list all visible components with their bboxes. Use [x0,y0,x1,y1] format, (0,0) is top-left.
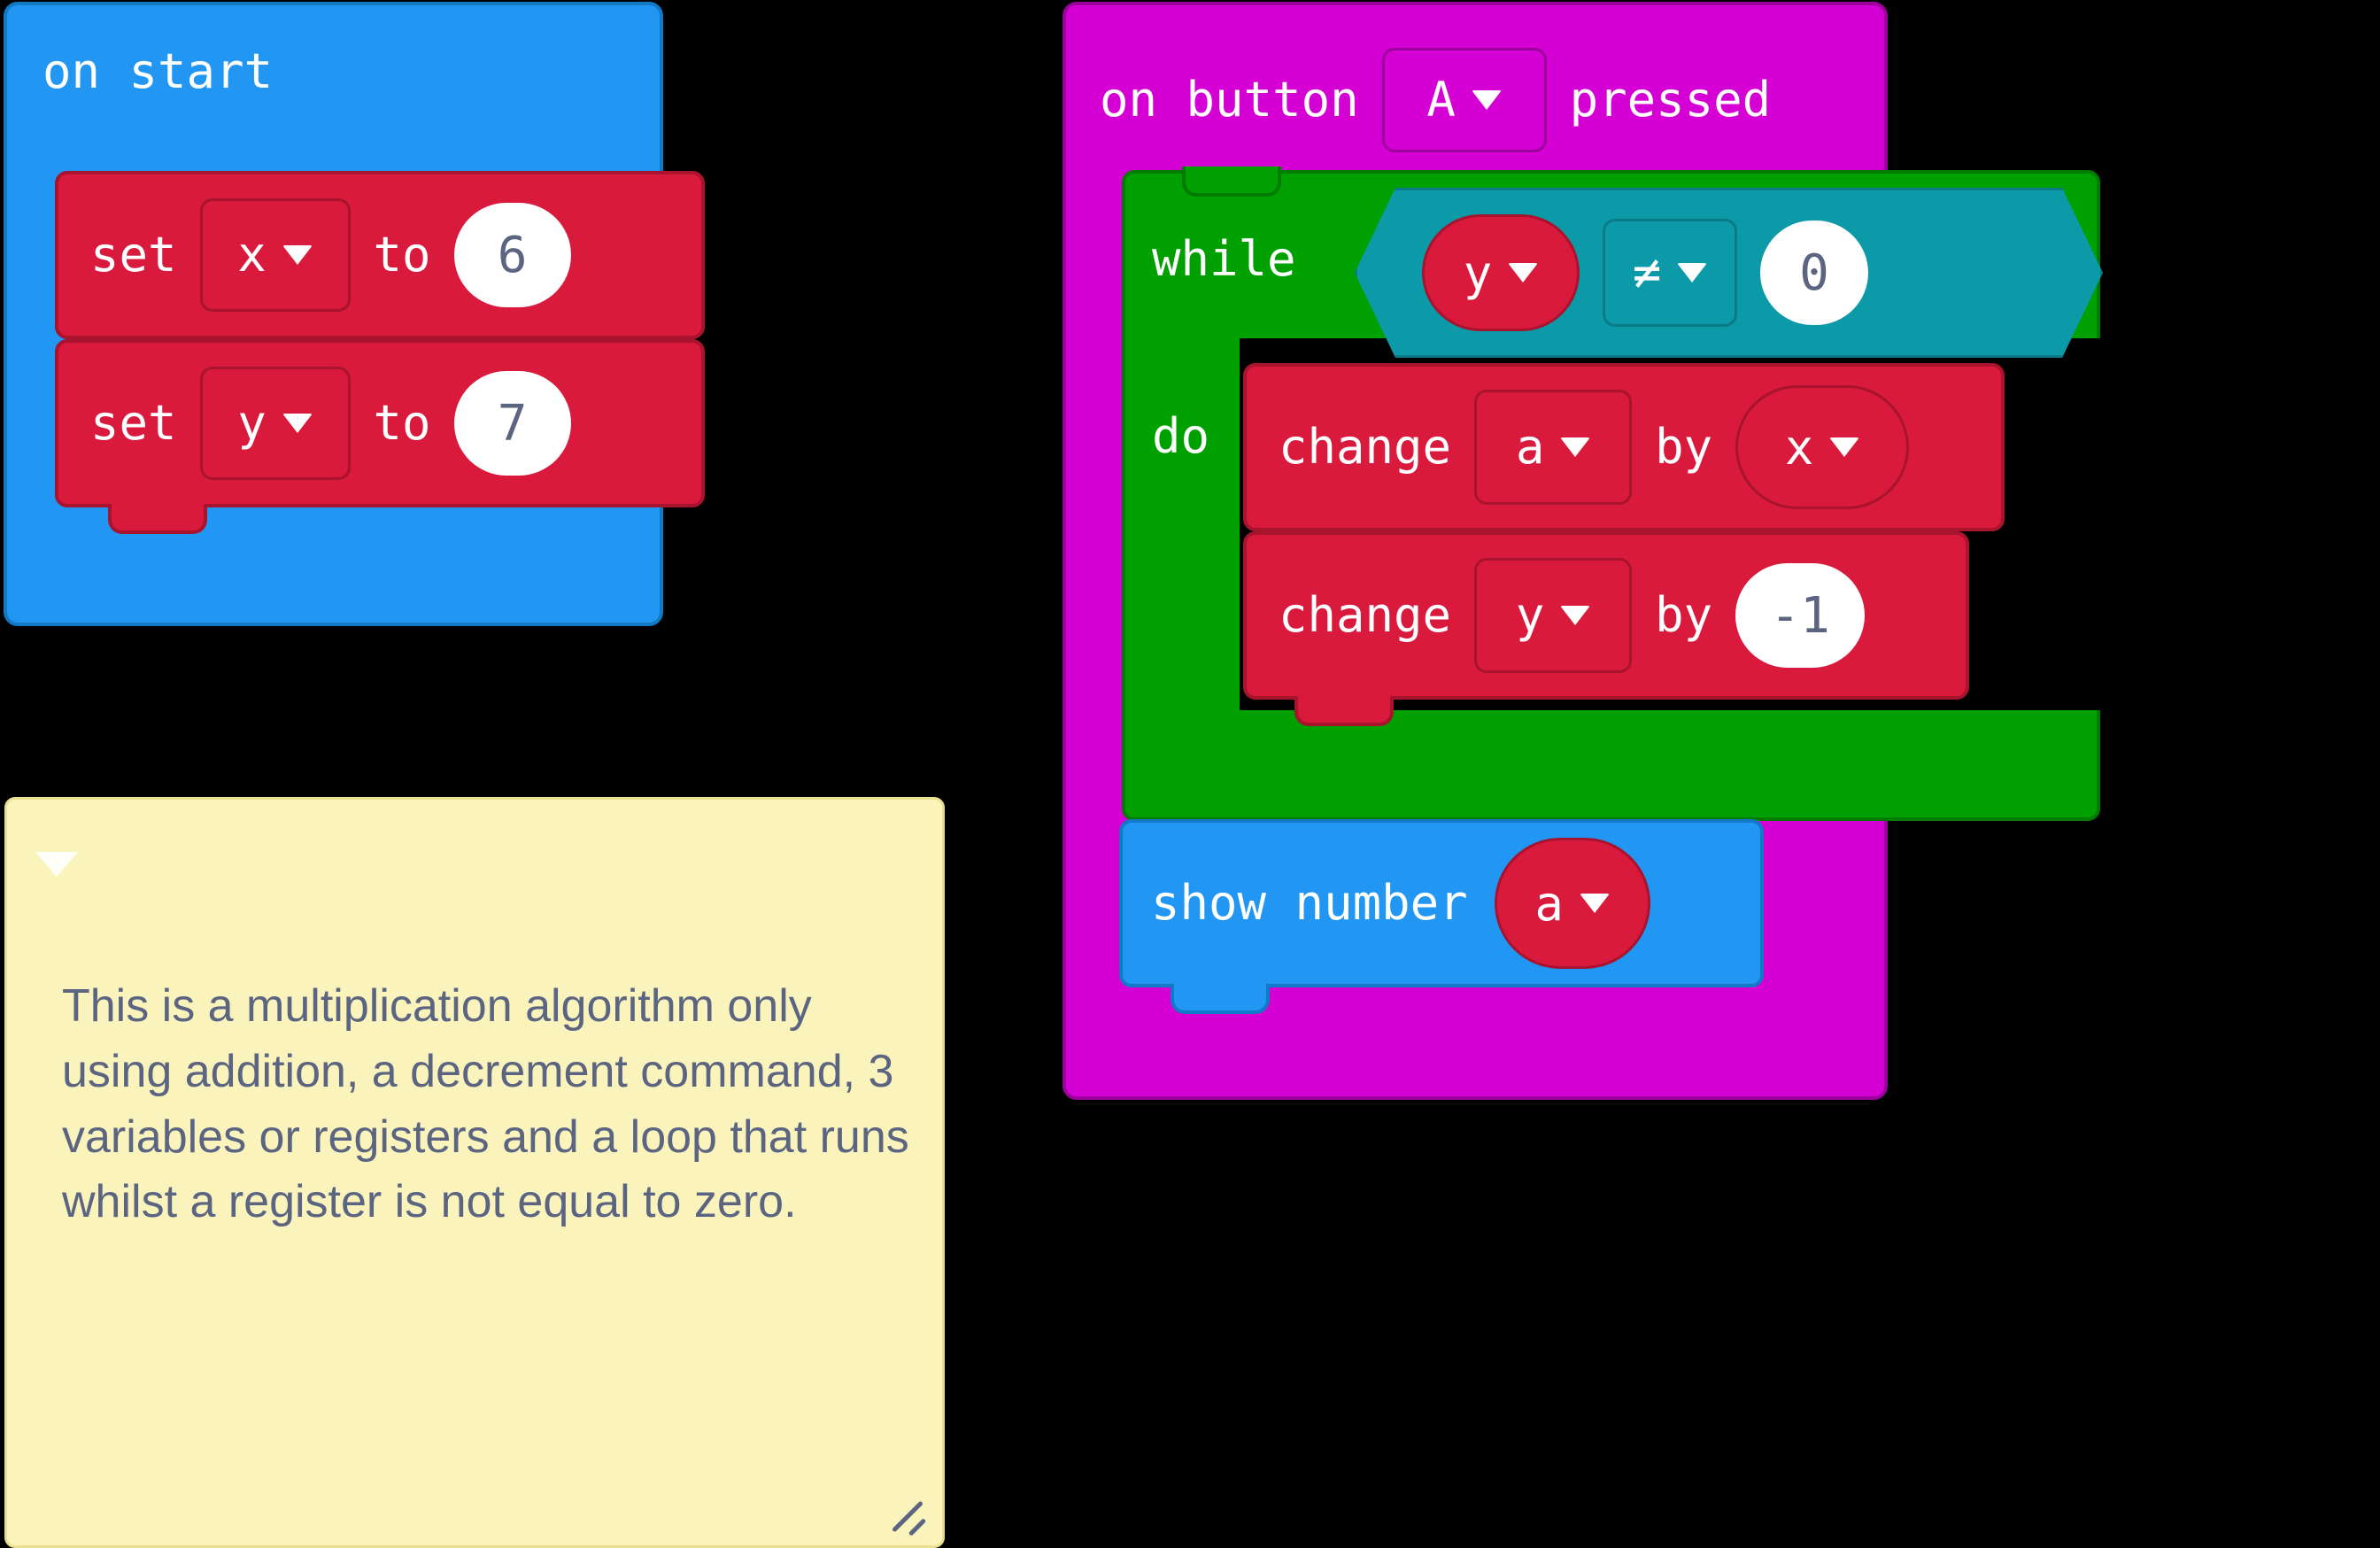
set-preposition-label: to [373,227,431,283]
on-start-label: on start [42,43,274,99]
set-verb-label: set [90,395,177,451]
comparison-boolean-block[interactable]: y ≠ 0 [1355,188,2103,358]
operator-dropdown[interactable]: ≠ [1603,219,1737,327]
on-button-suffix-label: pressed [1569,72,1772,128]
block-notch-tab [1182,166,1281,197]
variable-reporter-y[interactable]: y [1422,214,1580,331]
button-dropdown[interactable]: A [1381,48,1547,152]
chevron-down-icon [1579,894,1610,913]
variable-reporter-x[interactable]: x [1735,385,1910,509]
set-variable-block-x[interactable]: set x to 6 [55,171,705,339]
change-verb-label: change [1279,587,1452,643]
resize-handle-icon[interactable] [889,1496,927,1536]
set-preposition-label: to [373,395,431,451]
change-preposition-label: by [1655,587,1713,643]
operator-dropdown-value: ≠ [1632,244,1662,300]
change-verb-label: change [1279,419,1452,475]
variable-reporter-a-value: a [1534,875,1564,932]
variable-dropdown-x[interactable]: x [199,198,351,312]
comment-text: This is a multiplication algorithm only … [62,980,909,1228]
block-notch-tab [1294,696,1394,726]
show-number-label: show number [1151,875,1468,931]
chevron-down-icon [1829,437,1860,457]
while-keyword-label: while [1152,231,1296,287]
variable-dropdown-a[interactable]: a [1474,390,1633,505]
number-field-y[interactable]: 7 [453,371,571,476]
set-variable-block-y[interactable]: set y to 7 [55,339,705,507]
on-button-prefix-label: on button [1100,72,1359,128]
variable-dropdown-y[interactable]: y [199,367,351,480]
chevron-down-icon [1508,263,1539,283]
chevron-down-icon [282,414,313,433]
button-dropdown-value: A [1426,72,1456,128]
chevron-down-icon [1471,90,1502,110]
variable-dropdown-a-value: a [1515,419,1545,475]
change-variable-block-a[interactable]: change a by x [1243,363,2005,531]
chevron-down-icon [1677,263,1708,283]
block-notch-tab [1171,984,1270,1014]
chevron-down-icon [1560,606,1591,625]
number-field-minus-one[interactable]: -1 [1735,563,1866,668]
variable-dropdown-y2-value: y [1515,587,1545,643]
variable-reporter-y-value: y [1463,244,1493,301]
variable-dropdown-y-value: y [237,395,267,451]
variable-dropdown-y2[interactable]: y [1474,558,1633,673]
number-field-x[interactable]: 6 [453,203,571,307]
change-variable-block-y[interactable]: change y by -1 [1243,531,1969,700]
set-verb-label: set [90,227,177,283]
triangle-down-icon[interactable] [35,852,78,877]
do-keyword-label: do [1152,408,1210,464]
change-preposition-label: by [1655,419,1713,475]
chevron-down-icon [282,245,313,265]
on-button-header-row: on button A pressed [1100,48,1771,152]
number-field-zero[interactable]: 0 [1760,221,1868,325]
variable-dropdown-x-value: x [237,227,267,283]
chevron-down-icon [1560,437,1591,457]
variable-reporter-x-value: x [1784,419,1814,476]
show-number-block[interactable]: show number a [1119,819,1764,987]
comment-box[interactable] [4,797,945,1548]
block-notch-tab [108,504,207,534]
variable-reporter-a[interactable]: a [1494,838,1650,969]
